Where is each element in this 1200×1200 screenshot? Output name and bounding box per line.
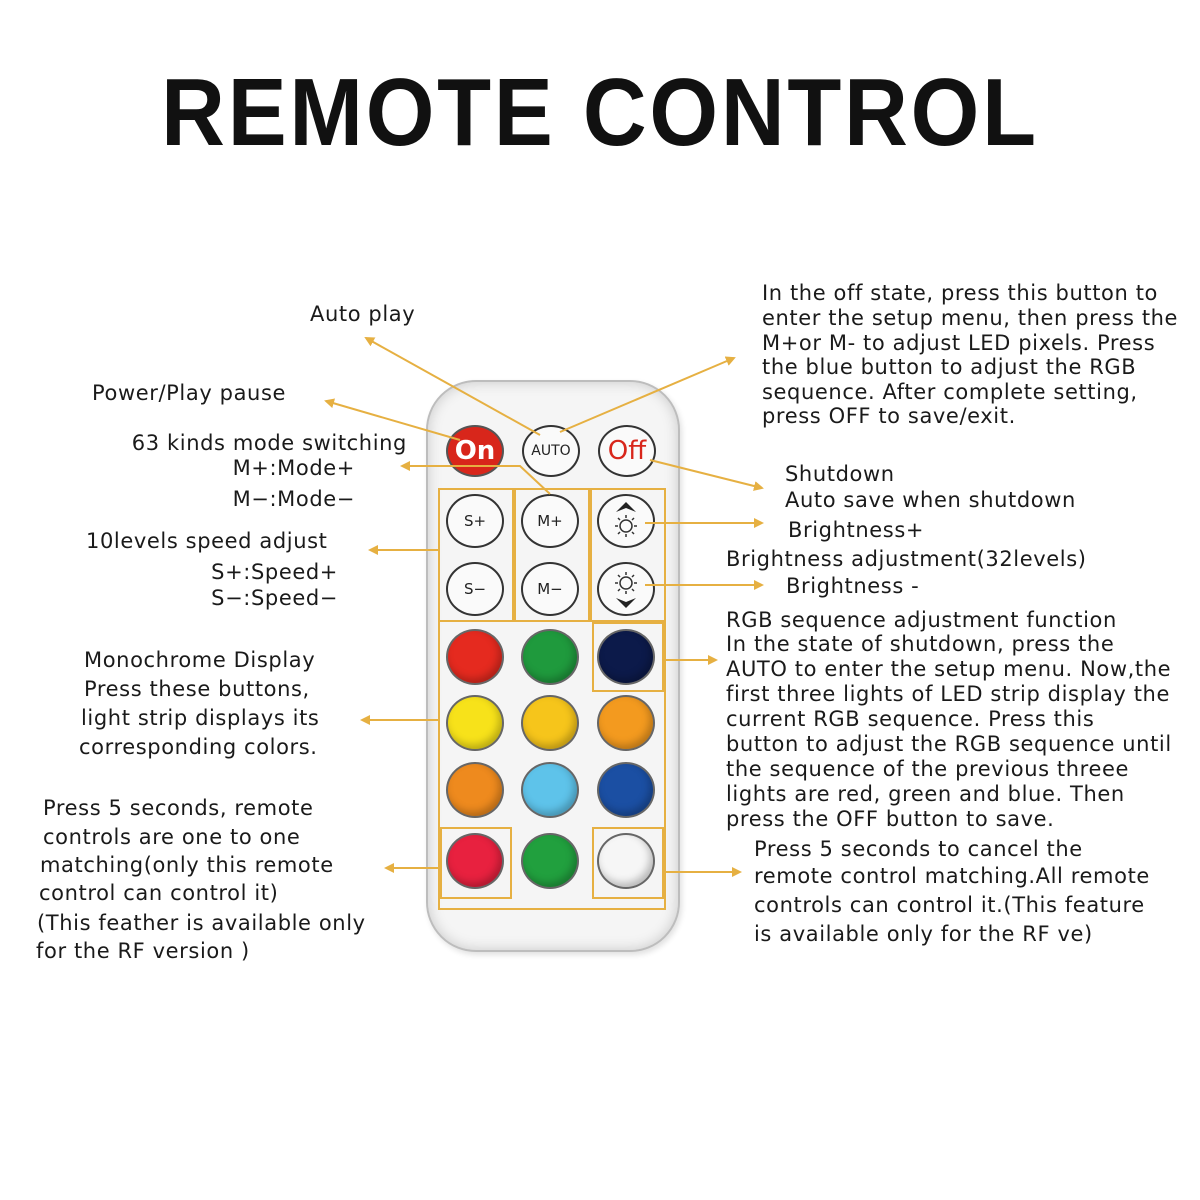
setup-label-3: M+or M- to adjust LED pixels. Press	[762, 331, 1156, 355]
cancel-match-box	[592, 827, 664, 899]
shutdown-label-1: Shutdown	[785, 462, 895, 486]
speed-label-3: S−:Speed−	[211, 586, 338, 610]
color-button-green-2[interactable]	[521, 833, 579, 889]
color-button-gold[interactable]	[521, 695, 579, 751]
setup-label-4: the blue button to adjust the RGB	[762, 355, 1137, 379]
brightness-down-button[interactable]	[597, 562, 655, 616]
color-button-yellow[interactable]	[446, 695, 504, 751]
match-label-2: controls are one to one	[43, 825, 301, 849]
arrow-mode	[400, 461, 551, 495]
off-button[interactable]: Off	[598, 425, 656, 477]
arrow-setup	[559, 356, 736, 433]
rgb-label-9: press the OFF button to save.	[726, 807, 1055, 831]
color-button-dark-blue[interactable]	[597, 629, 655, 685]
rgb-sequence-box	[592, 622, 664, 692]
color-button-green[interactable]	[521, 629, 579, 685]
auto-play-label: Auto play	[310, 302, 416, 326]
on-button[interactable]: On	[446, 425, 504, 477]
color-button-white[interactable]	[597, 833, 655, 889]
mono-label-2: Press these buttons,	[84, 677, 310, 701]
color-button-red[interactable]	[446, 629, 504, 685]
color-buttons-box	[438, 620, 666, 910]
cancel-label-4: is available only for the RF ve)	[754, 922, 1093, 946]
rgb-label-6: button to adjust the RGB sequence until	[726, 732, 1172, 756]
cancel-label-1: Press 5 seconds to cancel the	[754, 837, 1083, 861]
rgb-label-5: current RGB sequence. Press this	[726, 707, 1095, 731]
match-label-1: Press 5 seconds, remote	[43, 796, 314, 820]
mode-label-1: 63 kinds mode switching	[131, 431, 407, 455]
setup-label-2: enter the setup menu, then press the	[762, 306, 1179, 330]
setup-label-5: sequence. After complete setting,	[762, 380, 1138, 404]
mode-up-button[interactable]: M+	[521, 494, 579, 548]
setup-label-1: In the off state, press this button to	[762, 281, 1158, 305]
speed-label-1: 10levels speed adjust	[86, 529, 328, 553]
rgb-label-3: AUTO to enter the setup menu. Now,the	[726, 657, 1172, 681]
color-button-orange[interactable]	[597, 695, 655, 751]
brightness-minus-label: Brightness -	[786, 574, 920, 598]
match-label-6: for the RF version )	[36, 939, 250, 963]
shutdown-label-2: Auto save when shutdown	[785, 488, 1076, 512]
color-button-crimson[interactable]	[446, 833, 504, 889]
rgb-label-8: lights are red, green and blue. Then	[726, 782, 1125, 806]
mode-down-button[interactable]: M−	[521, 562, 579, 616]
match-label-3: matching(only this remote	[40, 853, 334, 877]
color-button-blue[interactable]	[597, 762, 655, 818]
arrow-power	[324, 398, 461, 441]
setup-label-6: press OFF to save/exit.	[762, 404, 1016, 428]
mode-label-2: M+:Mode+	[232, 456, 355, 480]
speed-up-button[interactable]: S+	[446, 494, 504, 548]
speed-down-button[interactable]: S−	[446, 562, 504, 616]
power-label: Power/Play pause	[92, 381, 287, 405]
cancel-label-2: remote control matching.All remote	[754, 864, 1150, 888]
brightness-down-icon	[615, 572, 637, 608]
auto-button[interactable]: AUTO	[522, 425, 580, 477]
rgb-label-4: first three lights of LED strip display …	[726, 682, 1170, 706]
arrow-shutdown	[649, 459, 764, 491]
color-button-dark-orange[interactable]	[446, 762, 504, 818]
match-button-box	[440, 827, 512, 899]
arrow-auto-play	[364, 337, 541, 436]
speed-label-2: S+:Speed+	[211, 560, 338, 584]
brightness-up-button[interactable]	[597, 494, 655, 548]
page-title: REMOTE CONTROL	[161, 59, 1039, 166]
color-button-light-blue[interactable]	[521, 762, 579, 818]
rgb-label-2: In the state of shutdown, press the	[726, 632, 1115, 656]
brightness-adjust-label: Brightness adjustment(32levels)	[726, 547, 1087, 571]
match-label-4: control can control it)	[39, 881, 279, 905]
mono-label-1: Monochrome Display	[84, 648, 316, 672]
brightness-up-icon	[615, 502, 637, 537]
cancel-label-3: controls can control it.(This feature	[754, 893, 1145, 917]
mode-label-3: M−:Mode−	[232, 487, 355, 511]
match-label-5: (This feather is available only	[37, 911, 366, 935]
mono-label-3: light strip displays its	[81, 706, 320, 730]
mono-label-4: corresponding colors.	[79, 735, 318, 759]
rgb-label-7: the sequence of the previous threee	[726, 757, 1129, 781]
rgb-label-1: RGB sequence adjustment function	[726, 608, 1117, 632]
brightness-plus-label: Brightness+	[788, 518, 925, 542]
